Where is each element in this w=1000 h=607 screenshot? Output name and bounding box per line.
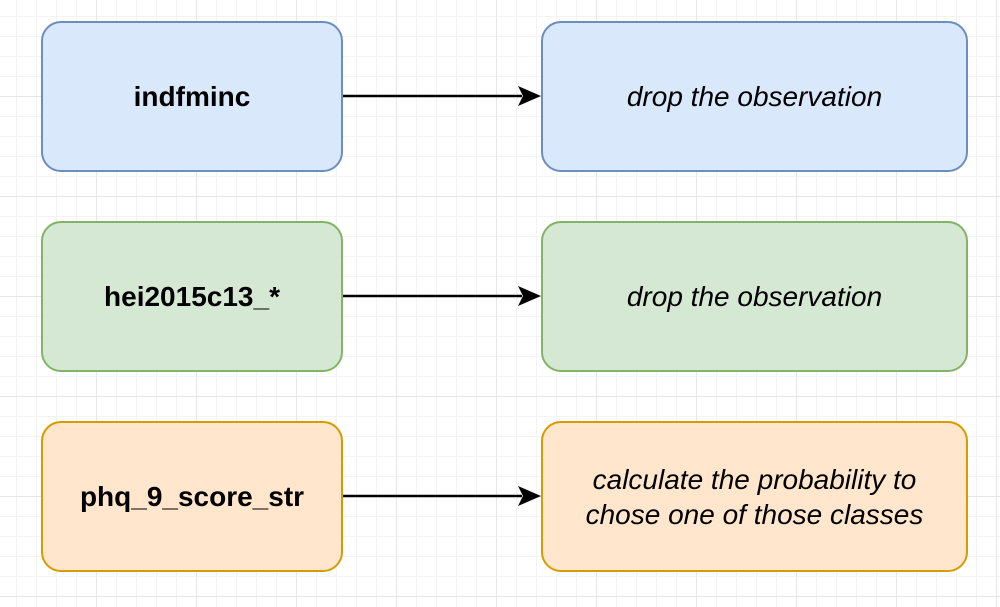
source-node-label: hei2015c13_* xyxy=(104,281,280,312)
connector-arrow-3[interactable] xyxy=(343,486,541,506)
target-node-label: drop the observation xyxy=(626,81,883,112)
target-node-drop-observation-1[interactable]: drop the observation xyxy=(541,21,968,172)
arrowhead-icon xyxy=(518,286,541,306)
connector-arrow-1[interactable] xyxy=(343,86,541,106)
arrowhead-icon xyxy=(518,86,541,106)
connector-arrow-2[interactable] xyxy=(343,286,541,306)
target-node-calculate-probability[interactable]: calculate the probability to chose one o… xyxy=(541,421,968,572)
source-node-hei2015c13[interactable]: hei2015c13_* xyxy=(41,221,343,372)
target-node-label: calculate the probability to chose one o… xyxy=(585,463,924,530)
target-node-label: drop the observation xyxy=(626,281,883,312)
source-node-indfminc[interactable]: indfminc xyxy=(41,21,343,172)
arrowhead-icon xyxy=(518,486,541,506)
source-node-label: phq_9_score_str xyxy=(79,481,305,512)
source-node-phq9-score[interactable]: phq_9_score_str xyxy=(41,421,343,572)
target-node-drop-observation-2[interactable]: drop the observation xyxy=(541,221,968,372)
source-node-label: indfminc xyxy=(133,81,251,112)
